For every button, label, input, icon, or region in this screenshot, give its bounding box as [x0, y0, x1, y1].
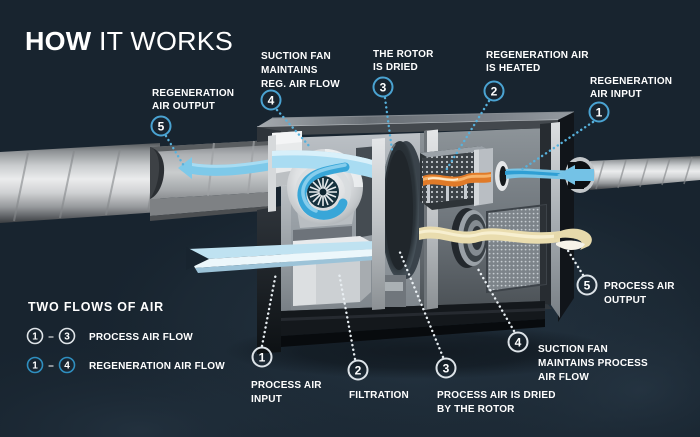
svg-text:PROCESS AIR IS DRIED: PROCESS AIR IS DRIED — [437, 390, 556, 401]
svg-text:TWO FLOWS OF AIR: TWO FLOWS OF AIR — [28, 300, 164, 314]
svg-text:1: 1 — [32, 332, 38, 343]
svg-text:4: 4 — [64, 361, 70, 372]
svg-text:FILTRATION: FILTRATION — [349, 390, 409, 401]
svg-text:2: 2 — [355, 363, 362, 377]
svg-text:–: – — [48, 332, 54, 343]
svg-text:THE ROTOR: THE ROTOR — [373, 49, 434, 60]
svg-text:INPUT: INPUT — [251, 394, 282, 405]
svg-text:1: 1 — [596, 105, 603, 119]
svg-text:AIR INPUT: AIR INPUT — [590, 89, 642, 100]
svg-text:REGENERATION: REGENERATION — [152, 88, 234, 99]
svg-text:HOW IT WORKS: HOW IT WORKS — [25, 26, 233, 56]
svg-text:5: 5 — [158, 119, 165, 133]
svg-text:4: 4 — [268, 93, 275, 107]
svg-text:REG. AIR FLOW: REG. AIR FLOW — [261, 79, 340, 90]
svg-text:REGENERATION AIR FLOW: REGENERATION AIR FLOW — [89, 361, 225, 372]
svg-text:PROCESS AIR: PROCESS AIR — [604, 281, 675, 292]
svg-text:3: 3 — [64, 332, 70, 343]
svg-text:1: 1 — [259, 350, 266, 364]
svg-text:1: 1 — [32, 361, 38, 372]
svg-text:3: 3 — [380, 80, 387, 94]
svg-text:OUTPUT: OUTPUT — [604, 295, 646, 306]
svg-text:BY THE ROTOR: BY THE ROTOR — [437, 404, 515, 415]
svg-text:4: 4 — [515, 335, 522, 349]
svg-text:IS DRIED: IS DRIED — [373, 62, 418, 73]
svg-text:5: 5 — [584, 278, 591, 292]
svg-text:2: 2 — [491, 84, 498, 98]
svg-text:MAINTAINS PROCESS: MAINTAINS PROCESS — [538, 358, 648, 369]
svg-text:SUCTION FAN: SUCTION FAN — [538, 344, 608, 355]
svg-text:3: 3 — [443, 361, 450, 375]
svg-text:PROCESS AIR FLOW: PROCESS AIR FLOW — [89, 332, 193, 343]
svg-text:AIR OUTPUT: AIR OUTPUT — [152, 101, 215, 112]
svg-text:MAINTAINS: MAINTAINS — [261, 65, 318, 76]
svg-text:PROCESS AIR: PROCESS AIR — [251, 380, 322, 391]
svg-text:REGENERATION AIR: REGENERATION AIR — [486, 50, 589, 61]
svg-text:REGENERATION: REGENERATION — [590, 76, 672, 87]
svg-text:SUCTION FAN: SUCTION FAN — [261, 51, 331, 62]
svg-text:AIR FLOW: AIR FLOW — [538, 372, 589, 383]
svg-text:–: – — [48, 361, 54, 372]
svg-text:IS HEATED: IS HEATED — [486, 63, 540, 74]
